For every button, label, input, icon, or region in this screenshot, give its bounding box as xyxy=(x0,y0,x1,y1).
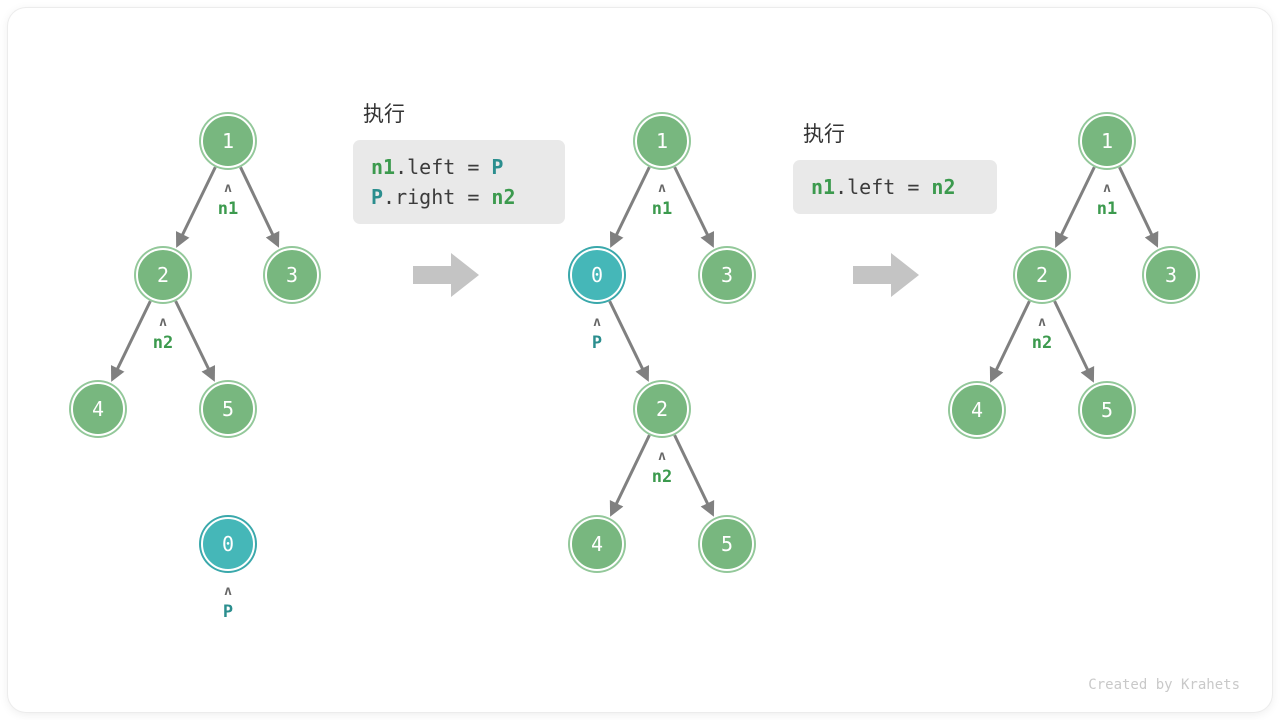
pointer-label-n2: ʌ n2 xyxy=(133,315,193,353)
tree-edge xyxy=(1118,166,1159,248)
code-line: n1.left = P xyxy=(371,152,547,182)
tree-edge xyxy=(174,300,216,382)
caret-icon: ʌ xyxy=(658,449,666,464)
tree-edge xyxy=(673,434,715,517)
tree-edge xyxy=(609,166,651,248)
tree-node: 4 xyxy=(950,383,1004,437)
step-title-2: 执行 xyxy=(363,102,405,126)
transition-arrows xyxy=(413,253,919,297)
code-line: n1.left = n2 xyxy=(811,172,979,202)
pointer-label-n2: ʌ n2 xyxy=(632,449,692,487)
pointer-label-n1: ʌ n1 xyxy=(198,181,258,219)
tree-edge xyxy=(989,300,1031,383)
tree-node: 2 xyxy=(635,382,689,436)
pointer-name: n1 xyxy=(1096,199,1118,219)
tree-edge xyxy=(1053,300,1095,383)
code-token: P xyxy=(491,155,504,179)
pointer-name: n1 xyxy=(651,199,673,219)
code-token: n2 xyxy=(491,185,516,209)
tree-node: 3 xyxy=(1144,248,1198,302)
tree-edge xyxy=(673,166,715,248)
pointer-name: P xyxy=(591,333,603,353)
tree-edge xyxy=(1054,166,1096,248)
pointer-name: n2 xyxy=(1031,333,1053,353)
pointer-name: n1 xyxy=(217,199,239,219)
caret-icon: ʌ xyxy=(224,584,232,599)
tree-node: 3 xyxy=(700,248,754,302)
tree-edge xyxy=(608,300,650,382)
code-token: .left = xyxy=(835,175,932,199)
caret-icon: ʌ xyxy=(1103,181,1111,196)
tree-edge xyxy=(609,434,651,517)
caret-icon: ʌ xyxy=(1038,315,1046,330)
code-token: n2 xyxy=(931,175,956,199)
tree-edges xyxy=(110,166,1159,517)
code-token: n1 xyxy=(371,155,396,179)
tree-node: 5 xyxy=(700,517,754,571)
step-title-3: 执行 xyxy=(803,122,845,146)
tree-node: 0 xyxy=(201,517,255,571)
pointer-label-n1: ʌ n1 xyxy=(632,181,692,219)
tree-node: 0 xyxy=(570,248,624,302)
code-line: P.right = n2 xyxy=(371,182,547,212)
caret-icon: ʌ xyxy=(658,181,666,196)
tree-node: 4 xyxy=(71,382,125,436)
code-token: n1 xyxy=(811,175,836,199)
tree-node: 3 xyxy=(265,248,319,302)
tree-node: 5 xyxy=(201,382,255,436)
credit-text: Created by Krahets xyxy=(1088,677,1240,693)
tree-node: 1 xyxy=(1080,114,1134,168)
transition-arrow-1 xyxy=(413,253,479,297)
code-token: .left = xyxy=(395,155,492,179)
tree-edge xyxy=(239,166,280,248)
caret-icon: ʌ xyxy=(593,315,601,330)
pointer-name: P xyxy=(222,602,234,622)
transition-arrow-2 xyxy=(853,253,919,297)
tree-edge xyxy=(175,166,217,248)
tree-node: 2 xyxy=(1015,248,1069,302)
pointer-label-n1: ʌ n1 xyxy=(1077,181,1137,219)
tree-node: 4 xyxy=(570,517,624,571)
pointer-label-n2: ʌ n2 xyxy=(1012,315,1072,353)
tree-edge xyxy=(110,300,152,382)
tree-node: 1 xyxy=(635,114,689,168)
code-token: P xyxy=(371,185,384,209)
tree-node: 2 xyxy=(136,248,190,302)
caret-icon: ʌ xyxy=(224,181,232,196)
caret-icon: ʌ xyxy=(159,315,167,330)
code-block-step-3: n1.left = n2 xyxy=(793,160,997,214)
pointer-name: n2 xyxy=(152,333,174,353)
code-token: .right = xyxy=(383,185,492,209)
tree-node: 5 xyxy=(1080,383,1134,437)
pointer-name: n2 xyxy=(651,467,673,487)
tree-node: 1 xyxy=(201,114,255,168)
